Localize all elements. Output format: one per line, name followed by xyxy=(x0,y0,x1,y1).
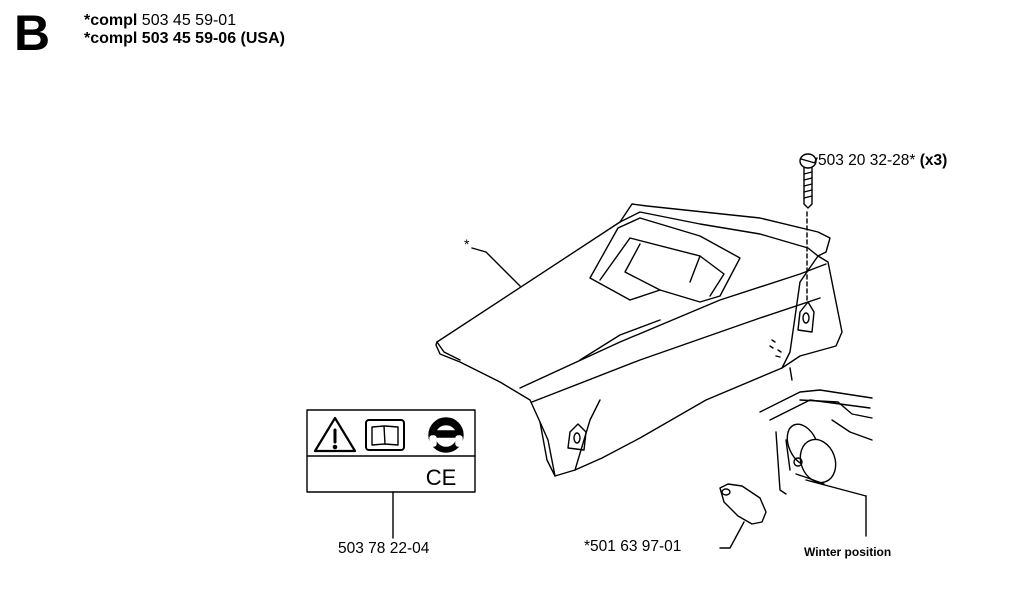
callout-asterisk: * xyxy=(464,236,470,252)
decal-ce-mark: CE xyxy=(426,465,457,490)
ear-eye-protection-icon xyxy=(428,417,464,453)
header-line-1: *compl 503 45 59-01 xyxy=(84,12,236,30)
asterisk-leader xyxy=(471,247,521,287)
cap-part xyxy=(719,483,767,549)
callout-winter-position: Winter position xyxy=(804,545,892,559)
header-line-2: *compl 503 45 59-06 (USA) xyxy=(84,30,285,47)
callout-decal: 503 78 22-04 xyxy=(338,540,430,557)
section-letter: B xyxy=(14,5,51,61)
winter-position-inset xyxy=(759,389,873,537)
manual-book-icon xyxy=(365,419,405,451)
screw-leader xyxy=(814,157,818,163)
callout-cap: *501 63 97-01 xyxy=(584,538,682,555)
chain-cover xyxy=(435,203,843,477)
warning-triangle-icon xyxy=(313,416,357,453)
callout-screw-qty: (x3) xyxy=(915,152,948,169)
callout-screw: 503 20 32-28* (x3) xyxy=(818,152,947,170)
callout-screw-number: 503 20 32-28* xyxy=(818,152,916,169)
screw xyxy=(799,153,817,301)
decal-sticker xyxy=(306,409,476,539)
header-line-1-prefix: *compl xyxy=(84,12,138,29)
header-line-1-number: 503 45 59-01 xyxy=(137,12,237,29)
